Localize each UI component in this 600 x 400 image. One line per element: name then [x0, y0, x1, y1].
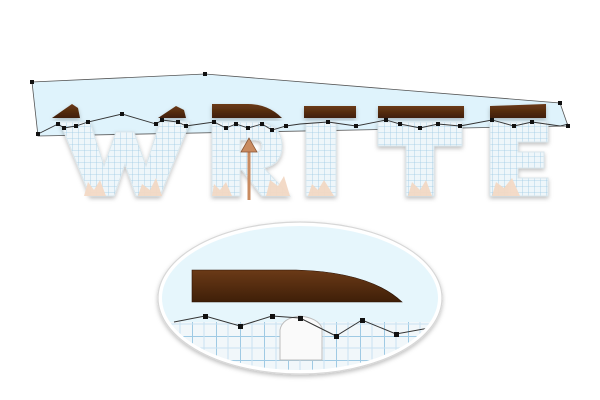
letter-t	[377, 121, 463, 197]
selection-shape	[31, 73, 569, 137]
zoom-inset	[162, 226, 438, 370]
letter-r	[211, 121, 292, 197]
letters-group	[59, 121, 549, 197]
edit-path-top	[37, 113, 569, 135]
wood-cap-t	[378, 106, 464, 118]
letter-i	[305, 121, 337, 197]
wood-cap-r	[212, 104, 282, 118]
wood-cap-e	[490, 104, 546, 118]
wood-cap-w-left	[52, 104, 80, 118]
letter-w	[59, 121, 191, 197]
anchor-points-zoom[interactable]	[203, 314, 399, 339]
wood-cap-w-right	[158, 106, 186, 118]
zoom-wood-cap	[191, 269, 403, 303]
wood-cap-i	[304, 106, 356, 118]
letter-e	[489, 121, 549, 197]
anchor-points-top[interactable]	[30, 72, 570, 136]
torn-edges	[84, 176, 520, 196]
wood-caps	[52, 104, 546, 118]
arrow-pointer-icon	[240, 137, 258, 200]
